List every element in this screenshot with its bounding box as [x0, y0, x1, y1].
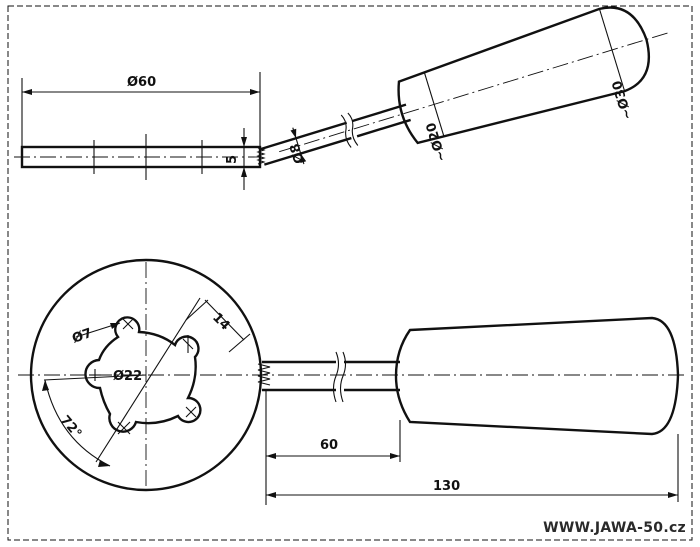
hole-circle-diameter-label: Ø22	[113, 369, 142, 384]
plate-thickness-dimension: 5	[225, 128, 247, 190]
shaft-length-label: 60	[320, 438, 338, 453]
handle-small-diameter-label: ~Ø20	[424, 121, 450, 164]
handle-outline-plan	[394, 316, 680, 436]
plan-view: Ø7 Ø22 14 72° 60	[18, 258, 685, 505]
drawing-frame	[7, 5, 693, 541]
handle-large-diameter-label: ~Ø30	[610, 79, 636, 122]
side-view: Ø60 5	[14, 6, 672, 190]
hole-diameter-label: Ø7	[70, 326, 94, 347]
lobed-cutout	[84, 316, 202, 433]
plate-thickness-label: 5	[225, 155, 240, 164]
disc-diameter-label: Ø60	[127, 75, 156, 90]
watermark: WWW.JAWA-50.cz	[543, 520, 686, 536]
angle-label: 72°	[57, 413, 84, 441]
disc-diameter-dimension: Ø60	[21, 72, 261, 147]
overall-length-label: 130	[433, 479, 460, 494]
handle-outline-side	[397, 6, 651, 145]
shaft-diameter-label: Ø8	[288, 142, 308, 166]
lobe-spacing-label: 14	[209, 310, 232, 333]
